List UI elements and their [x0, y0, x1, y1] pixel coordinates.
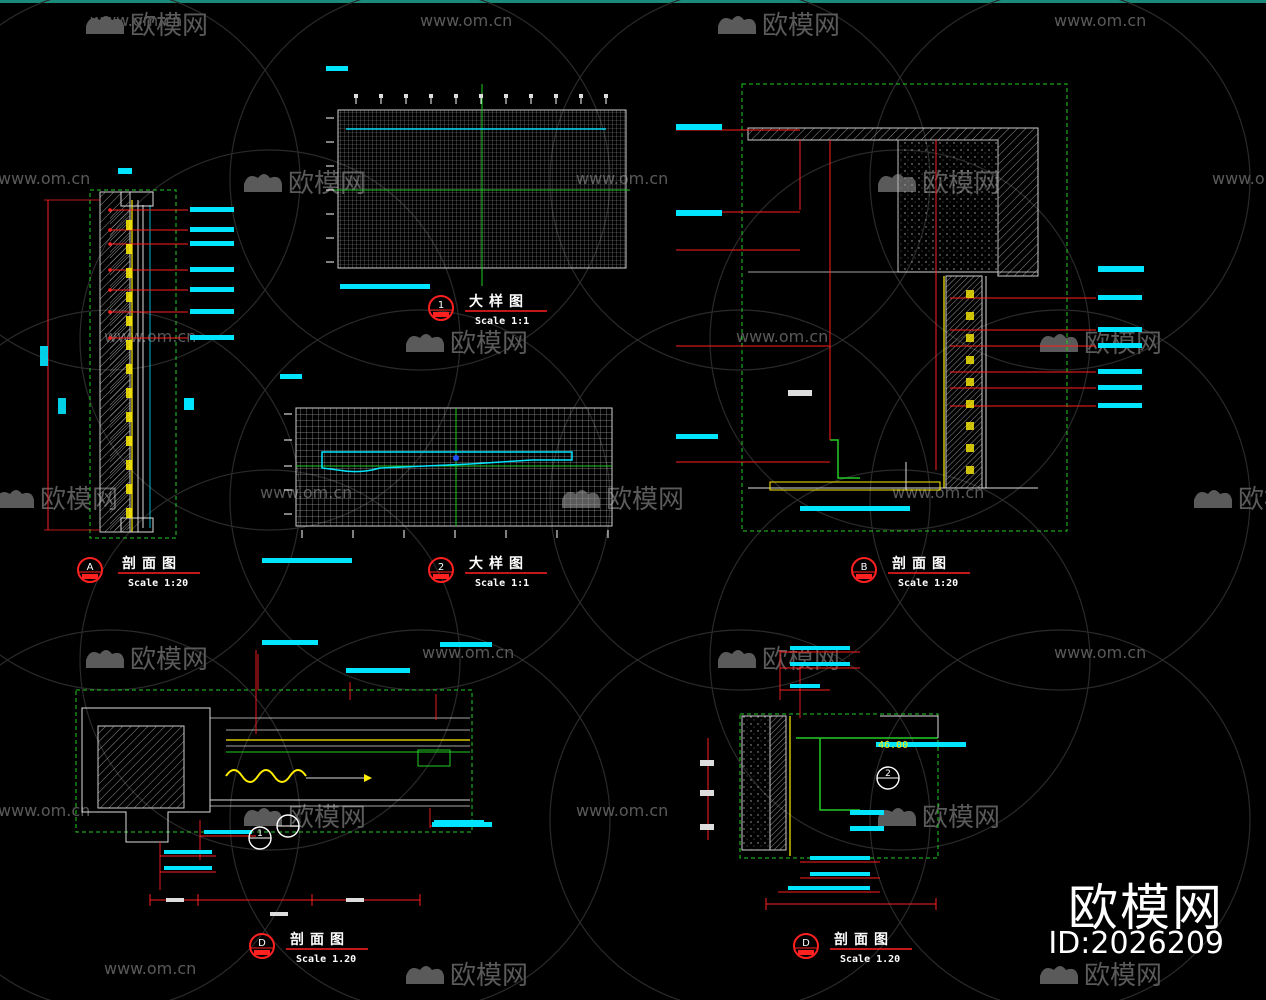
watermark-brand-text: 欧模网	[606, 485, 684, 515]
drawing-title-2: 1 大样图 Scale 1:1	[428, 293, 547, 327]
section-d-right: 46.00	[700, 646, 966, 910]
watermark-brand-text: 欧模网	[1238, 485, 1266, 515]
watermark-brand: 欧模网	[244, 803, 366, 833]
title-text: 剖面图	[122, 555, 182, 572]
scale-text: Scale 1.20	[296, 954, 356, 965]
section-a	[40, 168, 234, 539]
watermark-brand-text: 欧模网	[450, 961, 528, 991]
watermark-brand: 欧模网	[878, 803, 1000, 833]
scale-text: Scale 1:20	[128, 578, 188, 589]
watermark-site-text: www.om.cn	[736, 327, 828, 346]
watermark-site-text: www.om.cn	[104, 959, 196, 978]
elevation-label: 46.00	[878, 740, 908, 751]
title-text: 剖面图	[290, 931, 350, 948]
callout-2-tag: 2	[885, 769, 891, 779]
watermark-brand-text: 欧模网	[762, 11, 840, 41]
scale-text: Scale 1:1	[475, 578, 529, 589]
watermark-brand: 欧模网	[1194, 485, 1266, 515]
watermark-site-text: www.om.cn	[422, 643, 514, 662]
watermark-site-text: www.om.cn	[1054, 11, 1146, 30]
callout-bubbles: 2 1	[248, 766, 900, 850]
watermark-brand: 欧模网	[1040, 961, 1162, 991]
watermark-brand-text: 欧模网	[1084, 961, 1162, 991]
drawing-title-3: 2 大样图 Scale 1:1	[428, 555, 547, 589]
scale-text: Scale 1:20	[898, 578, 958, 589]
callout-1-tag: 1	[257, 829, 263, 839]
watermark-site-text: www.om.cn	[0, 169, 90, 188]
brand-logo-text: 欧模网	[1068, 879, 1224, 937]
detail-1	[326, 66, 630, 289]
watermark-site-text: www.om.cn	[0, 801, 90, 820]
watermark-brand: 欧模网	[86, 645, 208, 675]
detail-2	[262, 374, 613, 563]
drawing-title-1: A 剖面图 Scale 1:20	[77, 555, 200, 589]
title-text: 大样图	[469, 293, 529, 310]
watermark-brand-text: 欧模网	[450, 329, 528, 359]
watermark-brand-text: 欧模网	[288, 803, 366, 833]
watermark-site-text: www.om.cn	[1054, 643, 1146, 662]
section-b	[676, 83, 1144, 532]
scale-text: Scale 1:1	[475, 316, 529, 327]
drawing-title-4: B 剖面图 Scale 1:20	[851, 555, 970, 589]
top-accent-bar	[0, 0, 1266, 3]
title-badge-letter: D	[802, 938, 810, 949]
title-badge-letter: 2	[438, 562, 444, 573]
drawing-title-5: D 剖面图 Scale 1.20	[249, 931, 368, 965]
title-text: 大样图	[469, 555, 529, 572]
watermark-brand-text: 欧模网	[922, 803, 1000, 833]
watermark-brand: 欧模网	[406, 961, 528, 991]
title-badge-letter: A	[87, 562, 94, 573]
watermark-site-text: www.om.cn	[1212, 169, 1266, 188]
watermark-site-text: www.om.cn	[576, 801, 668, 820]
title-text: 剖面图	[892, 555, 952, 572]
watermark-brand: 欧模网	[406, 329, 528, 359]
watermark-brand-text: 欧模网	[130, 645, 208, 675]
drawing-title-6: D 剖面图 Scale 1.20	[793, 931, 912, 965]
watermark-brand: 欧模网	[86, 11, 208, 41]
title-badge-letter: 1	[438, 300, 444, 311]
section-d-left	[75, 640, 492, 916]
drawing-titles: A 剖面图 Scale 1:20 1 大样图 Scale 1:1 2 大样图 Scale 1:1…	[77, 293, 970, 965]
title-badge-letter: B	[861, 562, 868, 573]
scale-text: Scale 1.20	[840, 954, 900, 965]
title-badge-letter: D	[258, 938, 266, 949]
title-text: 剖面图	[834, 931, 894, 948]
watermark-brand: 欧模网	[718, 11, 840, 41]
brand-id-label: ID:2026209	[1048, 926, 1224, 961]
watermark-site-text: www.om.cn	[420, 11, 512, 30]
watermark-brand-text: 欧模网	[130, 11, 208, 41]
